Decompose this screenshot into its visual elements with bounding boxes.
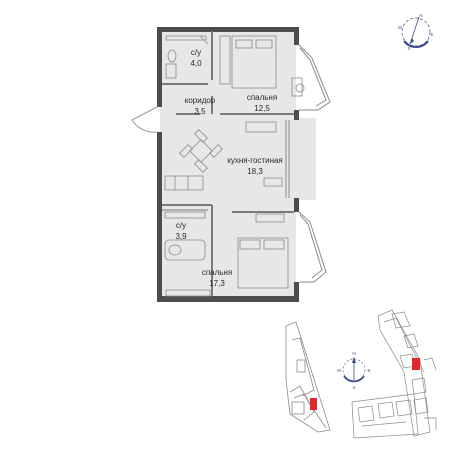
outer-walls <box>157 27 299 302</box>
room-bedroom2-area: 17,3 <box>209 279 225 288</box>
entrance-door <box>131 106 158 133</box>
room-bedroom1-area: 12,5 <box>254 104 270 113</box>
floor-area <box>160 30 316 298</box>
compass-top: N S E W <box>398 13 434 51</box>
room-kitchen-name: кухня-гостиная <box>227 156 283 165</box>
key-plan-site-highlight <box>412 358 420 370</box>
key-plan-floor <box>285 321 331 433</box>
room-labels: с/у 4,0 спальня 12,5 коридор 3,5 кухня-г… <box>175 48 282 288</box>
bedroom2-furniture <box>165 213 289 297</box>
compass-site-west-label: W <box>337 368 342 373</box>
windows <box>285 44 331 283</box>
room-hall-area: 3,5 <box>194 107 206 116</box>
key-plan-site <box>351 309 437 439</box>
compass-top-north-label: N <box>419 13 422 18</box>
compass-top-west-label: W <box>398 25 403 30</box>
key-plan-floor-highlight <box>310 398 317 410</box>
floor-plan: с/у 4,0 спальня 12,5 коридор 3,5 кухня-г… <box>131 27 331 302</box>
compass-site-north-label: N <box>352 351 355 356</box>
room-bath2-name: с/у <box>176 221 186 230</box>
compass-top-east-label: E <box>430 32 433 37</box>
interior-walls <box>162 31 294 296</box>
room-kitchen-area: 18,3 <box>247 167 263 176</box>
kitchen-furniture <box>164 121 283 191</box>
compass-site-east-label: E <box>367 368 370 373</box>
compass-site: N S E W <box>337 351 371 390</box>
bath1-fixtures <box>165 35 209 79</box>
compass-site-south-label: S <box>352 385 355 390</box>
room-hall-name: коридор <box>185 96 216 105</box>
compass-top-south-label: S <box>407 46 410 51</box>
bedroom1-furniture <box>219 35 305 97</box>
room-bedroom1-name: спальня <box>247 93 277 102</box>
bath2-fixtures <box>164 211 206 261</box>
room-bath1-area: 4,0 <box>190 59 202 68</box>
room-bath1-name: с/у <box>191 48 201 57</box>
room-bath2-area: 3,9 <box>175 232 187 241</box>
room-bedroom2-name: спальня <box>202 268 232 277</box>
